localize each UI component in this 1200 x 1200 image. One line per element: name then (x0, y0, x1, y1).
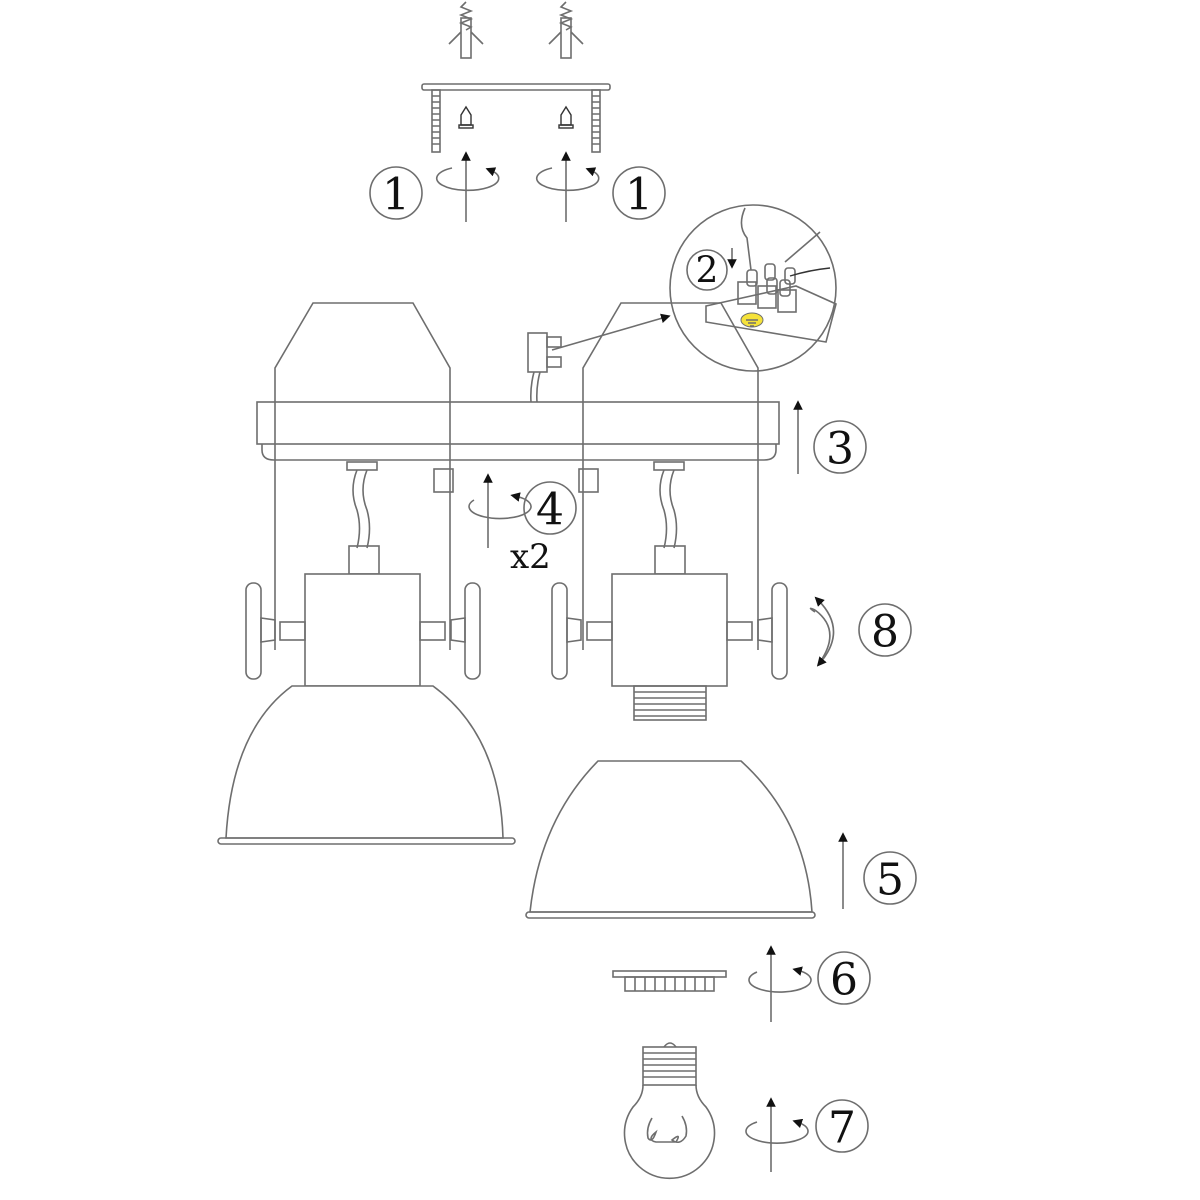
detail-pointer-arrow (551, 313, 671, 351)
step-5-badge: 5 (863, 851, 917, 906)
lamp-shade-left (217, 685, 516, 845)
step-1-badge-left: 1 (369, 166, 423, 221)
shade-ring (612, 970, 727, 992)
svg-text:5: 5 (876, 855, 904, 906)
connector (527, 332, 562, 403)
step-7-badge: 7 (815, 1099, 869, 1154)
adjust-knob-right (464, 582, 481, 680)
mounting-plate (421, 83, 611, 153)
light-bulb (623, 1042, 716, 1180)
step-3-badge: 3 (813, 420, 867, 475)
svg-text:1: 1 (382, 170, 410, 221)
wall-plug-right (548, 1, 584, 59)
svg-text:3: 3 (826, 424, 854, 475)
screw-cap-right (578, 468, 599, 493)
svg-text:1: 1 (625, 170, 653, 221)
svg-text:4: 4 (536, 485, 564, 536)
lamp-shade-right (525, 760, 816, 919)
screw-cap-left (433, 468, 454, 493)
screw-right (558, 105, 574, 129)
svg-text:6: 6 (830, 955, 858, 1006)
screw-left (458, 105, 474, 129)
rotate-arrow-icon (435, 151, 600, 222)
bracket-left (245, 302, 481, 687)
fixture-bar (256, 401, 780, 461)
svg-text:7: 7 (828, 1103, 856, 1154)
adjust-knob-left (245, 582, 262, 680)
svg-text:2: 2 (696, 251, 719, 292)
step-1-badge-right: 1 (612, 166, 666, 221)
step-8-badge: 8 (858, 603, 912, 658)
step-4-badge: 4 (523, 481, 577, 536)
terminal-block-detail: 2 (669, 204, 837, 372)
lamp-holder-thread (633, 685, 707, 721)
quantity-label: x2 (510, 537, 551, 577)
wall-plug-left (448, 1, 484, 59)
svg-text:8: 8 (871, 607, 899, 658)
step-6-badge: 6 (817, 951, 871, 1006)
bracket-right (551, 302, 788, 721)
